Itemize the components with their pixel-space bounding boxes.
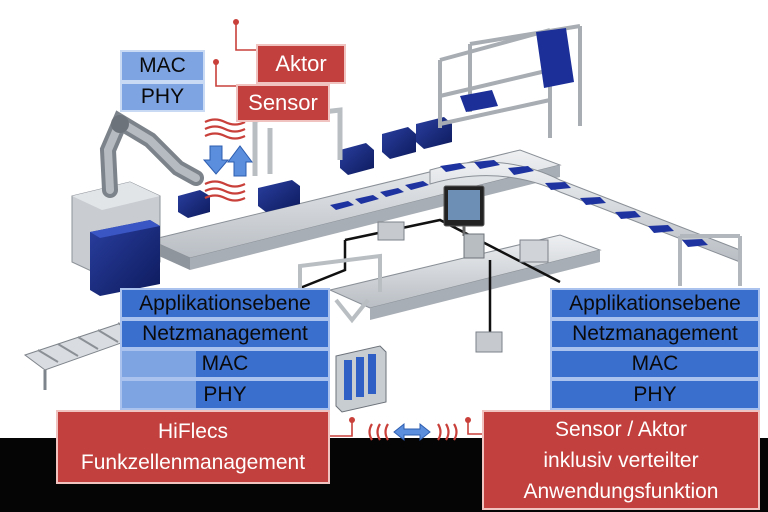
- left-stack-row-network: Netzmanagement: [120, 319, 330, 349]
- top-stack-mac: MAC: [120, 50, 205, 82]
- sensor-label: Sensor: [236, 84, 330, 122]
- racking-frame: [438, 24, 582, 138]
- left-protocol-stack: Applikationsebene Netzmanagement MAC PHY: [120, 288, 330, 410]
- left-stack-row-mac: MAC: [120, 349, 330, 379]
- hiflecs-title: HiFlecs: [157, 420, 228, 443]
- sensor-aktor-line3: Anwendungsfunktion: [523, 479, 719, 503]
- devices: [377, 221, 549, 353]
- monitor-icon: [443, 185, 485, 236]
- sensor-aktor-title: Sensor / Aktor: [555, 417, 687, 441]
- left-stack-row-phy: PHY: [120, 379, 330, 410]
- up-down-arrow-icon: [202, 145, 253, 177]
- sensor-aktor-line2: inklusiv verteilter: [543, 448, 699, 472]
- aktor-label: Aktor: [256, 44, 346, 84]
- control-cabinet-icon: [335, 345, 387, 413]
- right-stack-row-mac: MAC: [550, 349, 760, 379]
- wireless-link-icon: [368, 423, 458, 441]
- right-frame: [678, 234, 742, 286]
- right-protocol-stack: Applikationsebene Netzmanagement MAC PHY: [550, 288, 760, 410]
- bidirectional-arrow-icon: [393, 422, 431, 442]
- hiflecs-box: HiFlecs Funkzellenmanagement: [56, 410, 330, 484]
- right-stack-row-network: Netzmanagement: [550, 319, 760, 349]
- right-stack-row-application: Applikationsebene: [550, 288, 760, 319]
- sensor-aktor-box: Sensor / Aktor inklusiv verteilter Anwen…: [482, 410, 760, 510]
- label-connectors: [215, 22, 482, 437]
- top-stack-phy: PHY: [120, 82, 205, 112]
- right-stack-row-phy: PHY: [550, 379, 760, 410]
- hiflecs-subtitle: Funkzellenmanagement: [80, 451, 306, 474]
- left-stack-row-application: Applikationsebene: [120, 288, 330, 319]
- wireless-signal-icon: [204, 118, 246, 202]
- pick-frame: [298, 253, 382, 324]
